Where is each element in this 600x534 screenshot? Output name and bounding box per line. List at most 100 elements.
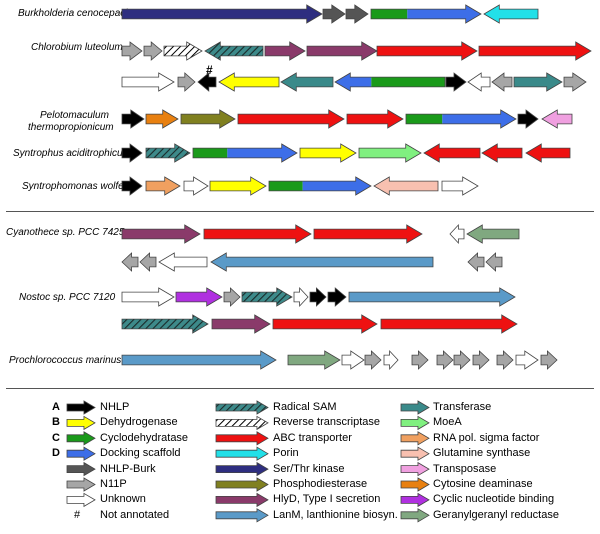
legend-swatch: [215, 492, 269, 508]
legend-swatch: [400, 461, 430, 477]
legend-label: Transposase: [433, 462, 497, 475]
gene-arrow: [121, 350, 277, 370]
gene-arrow: [348, 287, 516, 307]
gene-arrow: [322, 4, 346, 24]
legend-letter: C: [52, 431, 60, 444]
legend-swatch: [66, 446, 96, 461]
gene-arrow: [376, 41, 478, 61]
gene-arrow: [346, 109, 404, 129]
gene-arrow: [309, 287, 327, 307]
gene-arrow: [139, 252, 157, 272]
organism-label: Chlorobium luteolum: [31, 42, 123, 53]
organism-label: thermopropionicum: [28, 122, 114, 133]
gene-arrow: [121, 143, 143, 163]
gene-arrow: [483, 4, 539, 24]
legend-swatch: [400, 431, 430, 446]
gene-arrow: [515, 350, 539, 370]
gene-arrow: [287, 350, 341, 370]
gene-arrow: [121, 287, 175, 307]
legend-label: Radical SAM: [273, 401, 337, 413]
gene-arrow: [264, 41, 306, 61]
not-annotated-marker: #: [206, 63, 213, 77]
gene-arrow: [192, 143, 298, 163]
legend-label: Porin: [273, 447, 299, 460]
gene-arrow: [445, 72, 467, 92]
gene-arrow: [467, 252, 485, 272]
gene-arrow: [241, 287, 293, 307]
gene-arrow: [453, 350, 471, 370]
gene-arrow: [145, 143, 191, 163]
legend-swatch: [66, 415, 96, 431]
gene-arrow: [517, 109, 539, 129]
legend-swatch: [400, 477, 430, 492]
gene-arrow: [370, 4, 482, 24]
gene-arrow: [496, 350, 514, 370]
gene-arrow: [563, 72, 587, 92]
legend-letter: A: [52, 401, 60, 413]
legend-label: Unknown: [100, 493, 146, 506]
gene-arrow: [341, 350, 365, 370]
legend-swatch: [215, 508, 269, 523]
legend-label: HlyD, Type I secretion: [273, 493, 381, 506]
legend-label: NHLP: [100, 401, 130, 413]
gene-arrow: [121, 109, 145, 129]
gene-arrow: [175, 287, 223, 307]
organism-label: Nostoc sp. PCC 7120: [19, 292, 116, 303]
gene-arrow: [491, 72, 513, 92]
gene-arrow: [209, 176, 267, 196]
gene-arrow: [449, 223, 465, 245]
legend-label: Ser/Thr kinase: [273, 462, 345, 475]
gene-arrow: [472, 350, 490, 370]
legend-swatch: [215, 461, 269, 477]
legend-label: ABC transporter: [273, 431, 352, 444]
gene-arrow: [436, 350, 454, 370]
gene-arrow: [121, 41, 143, 61]
gene-arrow: [540, 350, 558, 370]
legend-swatch: [400, 446, 430, 461]
legend-label: Docking scaffold: [100, 447, 181, 460]
organism-label: Burkholderia cenocepacia: [18, 8, 134, 19]
separator-line: [6, 211, 594, 212]
gene-arrow: [299, 143, 357, 163]
gene-arrow: [121, 224, 201, 244]
organism-label: Syntrophus aciditrophicus: [13, 148, 128, 159]
legend-letter: D: [52, 447, 60, 460]
gene-arrow: [143, 41, 163, 61]
gene-arrow: [177, 72, 196, 92]
legend-label: Phosphodiesterase: [273, 478, 368, 490]
organism-label: Prochlorococcus marinus: [9, 355, 122, 366]
legend-letter: B: [52, 416, 60, 429]
gene-arrow: [334, 72, 446, 92]
gene-arrow: [121, 314, 209, 334]
legend-swatch: [400, 492, 430, 508]
gene-arrow: [293, 286, 309, 308]
separator-line: [6, 388, 594, 389]
gene-arrow: [306, 41, 378, 61]
gene-arrow: [223, 287, 241, 307]
legend-label: Cyclodehydratase: [100, 431, 189, 444]
gene-arrow: [204, 41, 264, 61]
legend-label: NHLP-Burk: [100, 462, 156, 475]
legend-hash-symbol: #: [74, 508, 81, 521]
gene-arrow: [313, 224, 423, 244]
gene-arrow: [280, 72, 334, 92]
gene-arrow: [163, 41, 203, 61]
legend-label: Cyclic nucleotide binding: [433, 493, 555, 506]
gene-arrow: [513, 72, 563, 92]
gene-arrow: [466, 224, 520, 244]
gene-arrow: [405, 109, 517, 129]
gene-arrow: [121, 252, 139, 272]
legend-swatch: [215, 415, 269, 431]
legend-label: RNA pol. sigma factor: [433, 431, 540, 444]
gene-arrow: [158, 252, 208, 272]
legend-swatch: [66, 492, 96, 508]
gene-arrow: [411, 350, 429, 370]
legend-swatch: [400, 508, 430, 523]
gene-arrow: [467, 72, 491, 92]
gene-arrow: [180, 109, 236, 129]
legend-label: Geranylgeranyl reductase: [433, 508, 559, 521]
gene-arrow: [272, 314, 378, 334]
legend-label: Cytosine deaminase: [433, 478, 533, 490]
